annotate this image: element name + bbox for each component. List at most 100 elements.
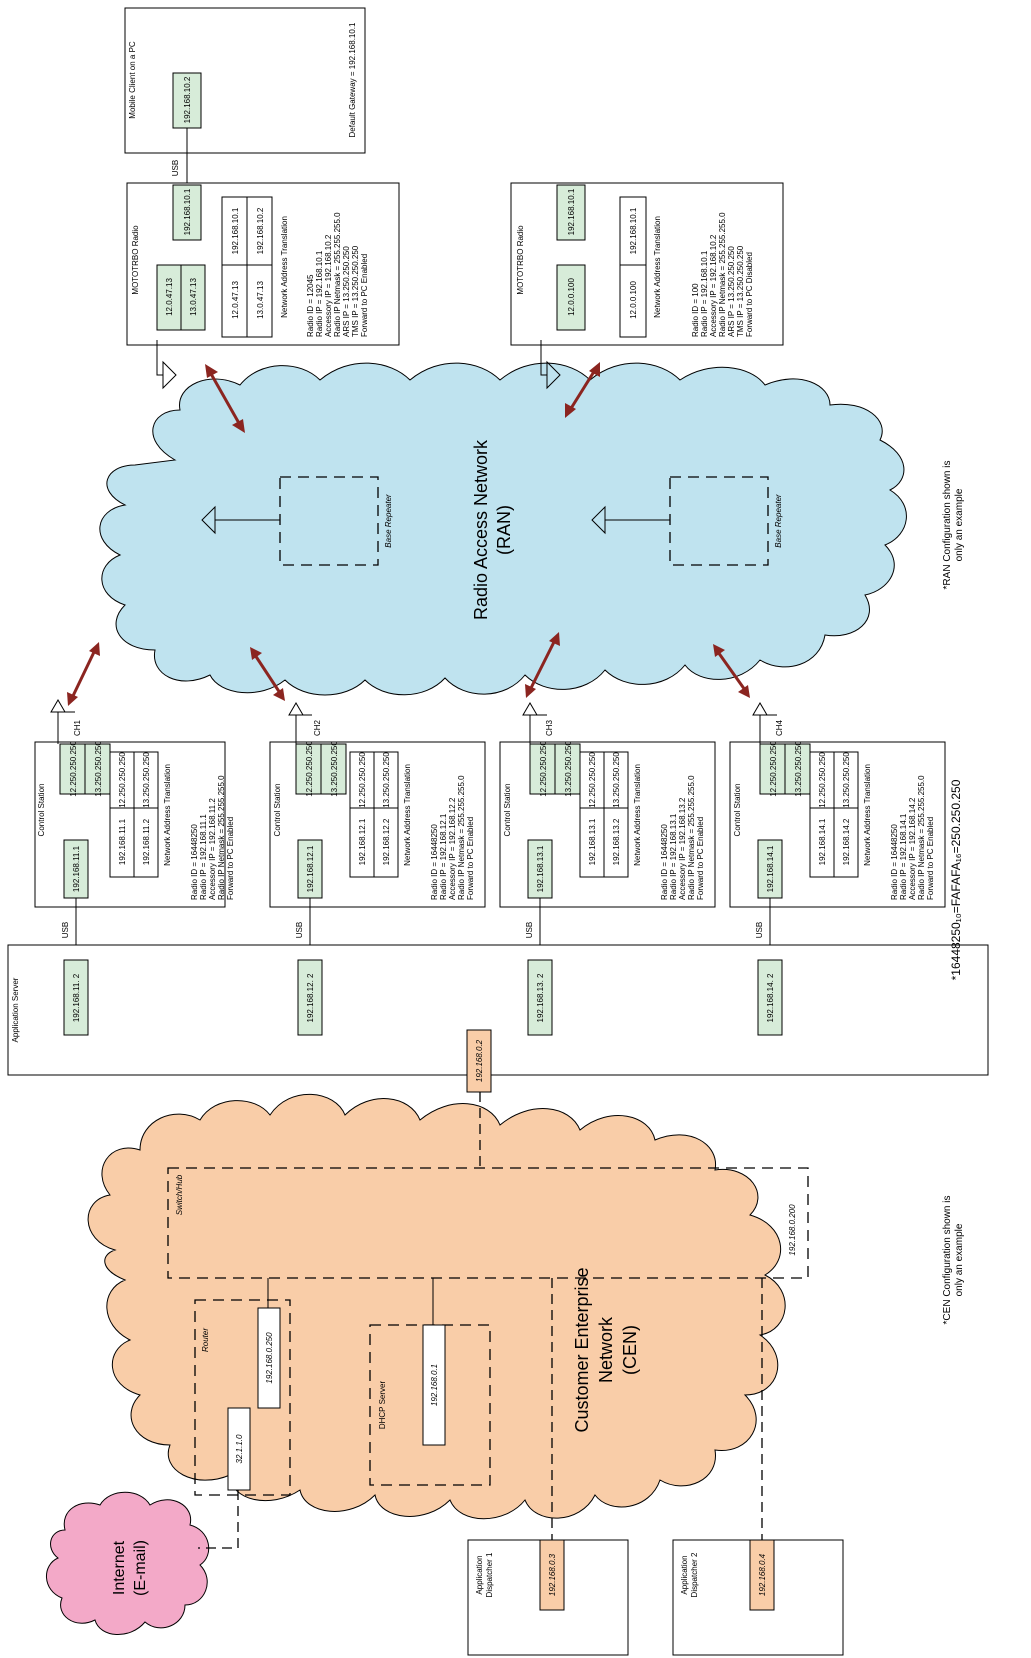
svg-text:Network Address Translation: Network Address Translation <box>403 764 412 866</box>
svg-text:192.168.14.1: 192.168.14.1 <box>766 845 775 892</box>
svg-text:12.250.250.250: 12.250.250.250 <box>69 741 78 797</box>
control-station-1[interactable]: Control Station 12.250.250.250 13.250.25… <box>34 699 235 908</box>
base-repeater-1: Base Repeater <box>201 476 393 566</box>
svg-text:192.168.13.1: 192.168.13.1 <box>536 845 545 892</box>
svg-text:Accessory IP = 192.168.13.2: Accessory IP = 192.168.13.2 <box>678 797 687 900</box>
svg-text:13.250.250.250: 13.250.250.250 <box>612 752 621 808</box>
svg-text:*16448250₁₀=FAFAFA₁₆=250.250.2: *16448250₁₀=FAFAFA₁₆=250.250.250 <box>949 779 963 980</box>
svg-text:Forward to PC Enabled: Forward to PC Enabled <box>226 817 235 900</box>
internet-line-2: (E-mail) <box>132 1540 149 1596</box>
svg-text:192.168.0.1: 192.168.0.1 <box>430 1364 439 1406</box>
cs4-details: Radio ID = 16448250 Radio IP = 192.168.1… <box>890 775 935 900</box>
radio2-antenna-icon <box>540 340 561 390</box>
cen-title-line-1: Customer Enterprise <box>572 1267 592 1432</box>
svg-text:13.250.250.250: 13.250.250.250 <box>94 741 103 797</box>
svg-text:192.168.11.2: 192.168.11.2 <box>142 818 151 865</box>
id-note: *16448250₁₀=FAFAFA₁₆=250.250.250 <box>949 779 963 980</box>
svg-text:CH1: CH1 <box>73 719 82 736</box>
radio1-nat-r1c1: 12.0.47.13 <box>231 281 240 319</box>
svg-text:USB: USB <box>755 922 764 938</box>
svg-text:Radio IP Netmask = 255.255.255: Radio IP Netmask = 255.255.255.0 <box>217 775 226 900</box>
mototrbo-radio-1[interactable]: MOTOTRBO Radio 12.0.47.13 13.0.47.13 192… <box>126 182 400 346</box>
svg-text:192.168.11.1: 192.168.11.1 <box>118 818 127 865</box>
ch4-arrow <box>713 644 750 698</box>
svg-text:Dispatcher 1: Dispatcher 1 <box>485 1552 494 1597</box>
svg-text:USB: USB <box>295 922 304 938</box>
radio2-ran-arrow <box>565 362 600 418</box>
ran-cloud <box>99 362 907 696</box>
svg-text:Base Repeater: Base Repeater <box>774 494 783 548</box>
mototrbo-radio-2[interactable]: MOTOTRBO Radio 12.0.0.100 192.168.10.1 1… <box>510 182 784 346</box>
svg-text:13.250.250.250: 13.250.250.250 <box>564 741 573 797</box>
control-station-2[interactable]: Control Station 12.250.250.250 13.250.25… <box>269 702 486 908</box>
radio1-nat-r2c1: 13.0.47.13 <box>256 281 265 319</box>
ran-title-line-1: Radio Access Network <box>471 439 491 620</box>
svg-text:Radio ID = 100: Radio ID = 100 <box>691 283 700 337</box>
application-server[interactable]: Application Server 192.168.11. 2 192.168… <box>7 944 989 1093</box>
cs1-antenna-icon <box>50 699 66 713</box>
svg-text:TMS IP = 13.250.250.250: TMS IP = 13.250.250.250 <box>351 245 360 337</box>
svg-text:13.250.250.250: 13.250.250.250 <box>794 741 803 797</box>
svg-text:12.250.250.250: 12.250.250.250 <box>305 741 314 797</box>
svg-text:*RAN Configuration shown is: *RAN Configuration shown is <box>942 461 953 590</box>
svg-text:192.168.0.4: 192.168.0.4 <box>758 1553 767 1596</box>
svg-text:12.250.250.250: 12.250.250.250 <box>539 741 548 797</box>
svg-text:CH4: CH4 <box>775 719 784 736</box>
svg-text:Application: Application <box>680 1555 689 1594</box>
mobile-client-title: Mobile Client on a PC <box>128 41 137 119</box>
radio1-nat-label: Network Address Translation <box>280 216 289 318</box>
dhcp-server: DHCP Server 192.168.0.1 <box>369 1324 491 1486</box>
svg-text:Accessory IP = 192.168.10.2: Accessory IP = 192.168.10.2 <box>709 234 718 337</box>
svg-text:Radio ID = 16448250: Radio ID = 16448250 <box>890 824 899 900</box>
svg-text:Network Address Translation: Network Address Translation <box>633 764 642 866</box>
mobile-client-gateway: Default Gateway = 192.168.10.1 <box>348 22 357 138</box>
svg-text:192.168.0.2: 192.168.0.2 <box>475 1039 484 1082</box>
svg-text:USB: USB <box>525 922 534 938</box>
router: Router 192.168.0.250 32.1.1.0 <box>194 1299 291 1496</box>
svg-text:Control Station: Control Station <box>733 784 742 837</box>
svg-text:Radio ID = 16448250: Radio ID = 16448250 <box>190 824 199 900</box>
svg-text:ARS IP = 13.250.250.250: ARS IP = 13.250.250.250 <box>727 246 736 337</box>
svg-text:Switch/Hub: Switch/Hub <box>175 1174 184 1215</box>
mobile-client[interactable]: Mobile Client on a PC 192.168.10.2 Defau… <box>124 7 366 154</box>
control-station-3[interactable]: Control Station 12.250.250.250 13.250.25… <box>499 702 716 908</box>
svg-text:only an example: only an example <box>954 488 965 561</box>
svg-text:Radio IP Netmask = 255.255.255: Radio IP Netmask = 255.255.255.0 <box>718 212 727 337</box>
svg-text:Radio IP = 192.168.10.1: Radio IP = 192.168.10.1 <box>700 250 709 337</box>
radio1-nat-r1c2: 192.168.10.1 <box>231 207 240 254</box>
svg-text:192.168.0.3: 192.168.0.3 <box>548 1553 557 1596</box>
svg-text:192.168.12. 2: 192.168.12. 2 <box>306 973 315 1022</box>
svg-text:Accessory IP = 192.168.12.2: Accessory IP = 192.168.12.2 <box>448 797 457 900</box>
svg-text:Forward to PC Disabled: Forward to PC Disabled <box>745 252 754 337</box>
svg-text:DHCP Server: DHCP Server <box>378 1381 387 1430</box>
svg-text:Control Station: Control Station <box>273 784 282 837</box>
ch1-arrow <box>67 642 100 706</box>
svg-text:Radio IP = 192.168.14.1: Radio IP = 192.168.14.1 <box>899 813 908 900</box>
usb-label-radio1: USB <box>171 160 180 176</box>
control-station-4[interactable]: Control Station 12.250.250.250 13.250.25… <box>729 702 946 908</box>
radio1-ran-arrow <box>205 364 245 433</box>
cen-cloud <box>87 1093 786 1520</box>
svg-text:Control Station: Control Station <box>503 784 512 837</box>
svg-text:CH3: CH3 <box>545 719 554 736</box>
svg-text:Radio IP = 192.168.11.1: Radio IP = 192.168.11.1 <box>199 814 208 900</box>
svg-text:Radio ID = 12045: Radio ID = 12045 <box>306 274 315 337</box>
svg-text:Radio IP Netmask = 255.255.255: Radio IP Netmask = 255.255.255.0 <box>687 775 696 900</box>
svg-text:only an example: only an example <box>954 1223 965 1296</box>
svg-text:Accessory IP = 192.168.11.2: Accessory IP = 192.168.11.2 <box>208 798 217 900</box>
radio2-usb-ip: 192.168.10.1 <box>567 188 576 235</box>
application-dispatcher-2[interactable]: Application Dispatcher 2 192.168.0.4 <box>672 1539 844 1656</box>
cs2-details: Radio ID = 16448250 Radio IP = 192.168.1… <box>430 775 475 900</box>
svg-text:192.168.11. 2: 192.168.11. 2 <box>72 973 81 1022</box>
svg-text:12.250.250.250: 12.250.250.250 <box>769 741 778 797</box>
radio1-antenna-icon <box>156 340 177 390</box>
cs4-antenna-icon <box>752 702 768 716</box>
svg-text:192.168.0.200: 192.168.0.200 <box>788 1204 797 1256</box>
svg-text:192.168.11.1: 192.168.11.1 <box>72 845 81 892</box>
svg-text:192.168.0.250: 192.168.0.250 <box>265 1332 274 1384</box>
svg-text:192.168.14. 2: 192.168.14. 2 <box>766 973 775 1022</box>
application-dispatcher-1[interactable]: Application Dispatcher 1 192.168.0.3 <box>467 1539 629 1656</box>
svg-text:13.250.250.250: 13.250.250.250 <box>142 752 151 808</box>
svg-text:Radio IP = 192.168.13.1: Radio IP = 192.168.13.1 <box>669 813 678 900</box>
